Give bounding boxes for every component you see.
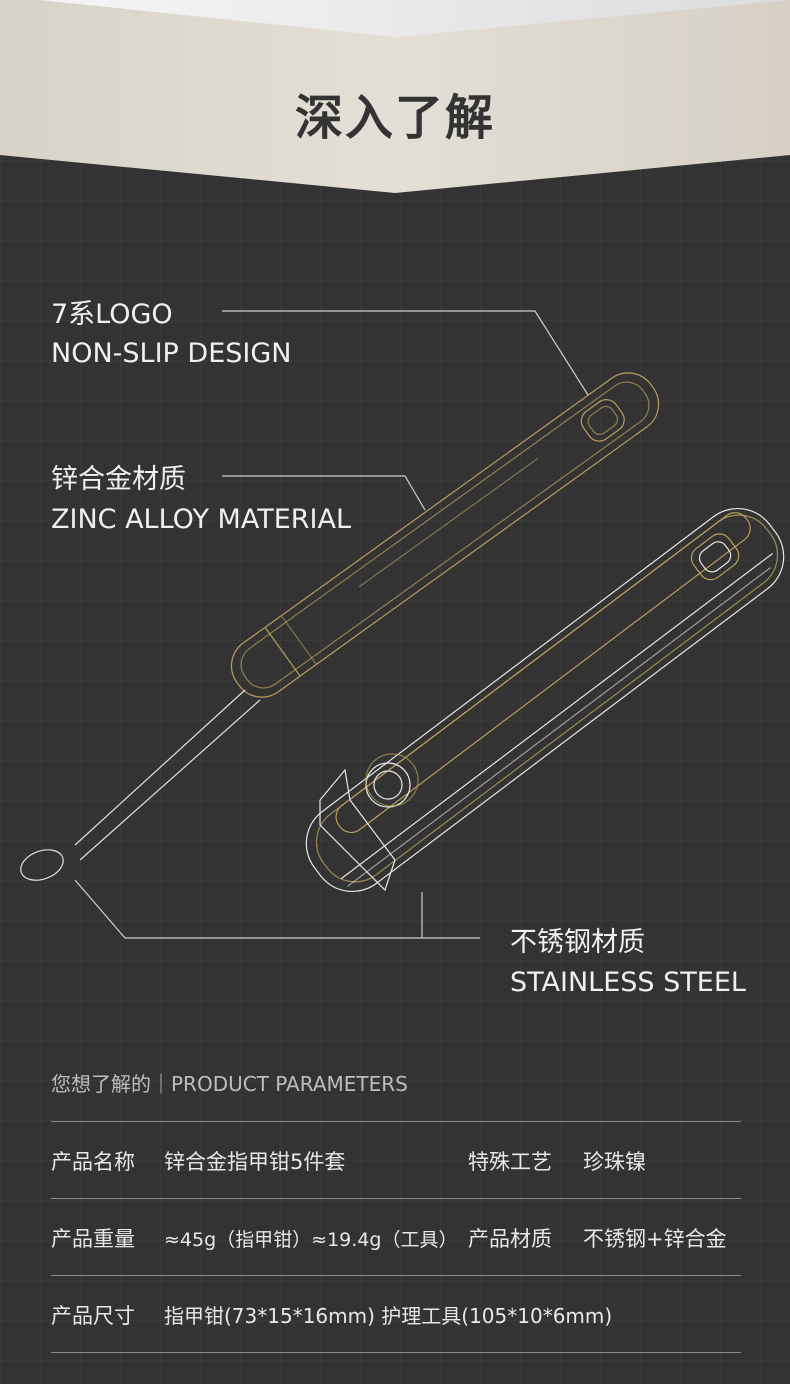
callout-line-steel <box>74 879 480 939</box>
param-value: 锌合金指甲钳5件套 <box>164 1150 346 1174</box>
param-row: 产品名称 锌合金指甲钳5件套 特殊工艺 珍珠镍 <box>51 1146 741 1186</box>
param-value: 不锈钢+锌合金 <box>583 1227 727 1251</box>
param-value: ≈45g（指甲钳）≈19.4g（工具） <box>164 1229 458 1251</box>
param-key: 产品材质 <box>468 1227 552 1251</box>
divider <box>51 1121 741 1122</box>
param-value: 珍珠镍 <box>583 1150 646 1174</box>
header-banner <box>0 0 790 193</box>
param-row: 产品尺寸 指甲钳(73*15*16mm) 护理工具(105*10*6mm) <box>51 1300 741 1340</box>
callout-steel-cn: 不锈钢材质 <box>510 927 645 958</box>
divider <box>51 1275 741 1276</box>
params-heading: 您想了解的｜PRODUCT PARAMETERS <box>51 1072 408 1096</box>
divider <box>51 1198 741 1199</box>
param-row: 产品重量 ≈45g（指甲钳）≈19.4g（工具） 产品材质 不锈钢+锌合金 <box>51 1223 741 1263</box>
callout-logo-cn: 7系LOGO <box>51 299 173 330</box>
callout-zinc-en: ZINC ALLOY MATERIAL <box>51 504 351 535</box>
callout-steel-en: STAINLESS STEEL <box>510 967 746 998</box>
callout-zinc-cn: 锌合金材质 <box>51 464 186 495</box>
param-key: 产品重量 <box>51 1227 135 1251</box>
param-key: 特殊工艺 <box>468 1150 552 1174</box>
callout-line-logo <box>222 310 589 396</box>
divider <box>51 1352 741 1353</box>
param-value: 指甲钳(73*15*16mm) 护理工具(105*10*6mm) <box>164 1304 613 1328</box>
param-key: 产品尺寸 <box>51 1304 135 1328</box>
page-title: 深入了解 <box>294 90 495 146</box>
nail-clipper-illustration <box>20 310 785 939</box>
param-key: 产品名称 <box>51 1150 135 1174</box>
callout-logo-en: NON-SLIP DESIGN <box>51 338 292 369</box>
callout-line-zinc <box>222 475 426 511</box>
